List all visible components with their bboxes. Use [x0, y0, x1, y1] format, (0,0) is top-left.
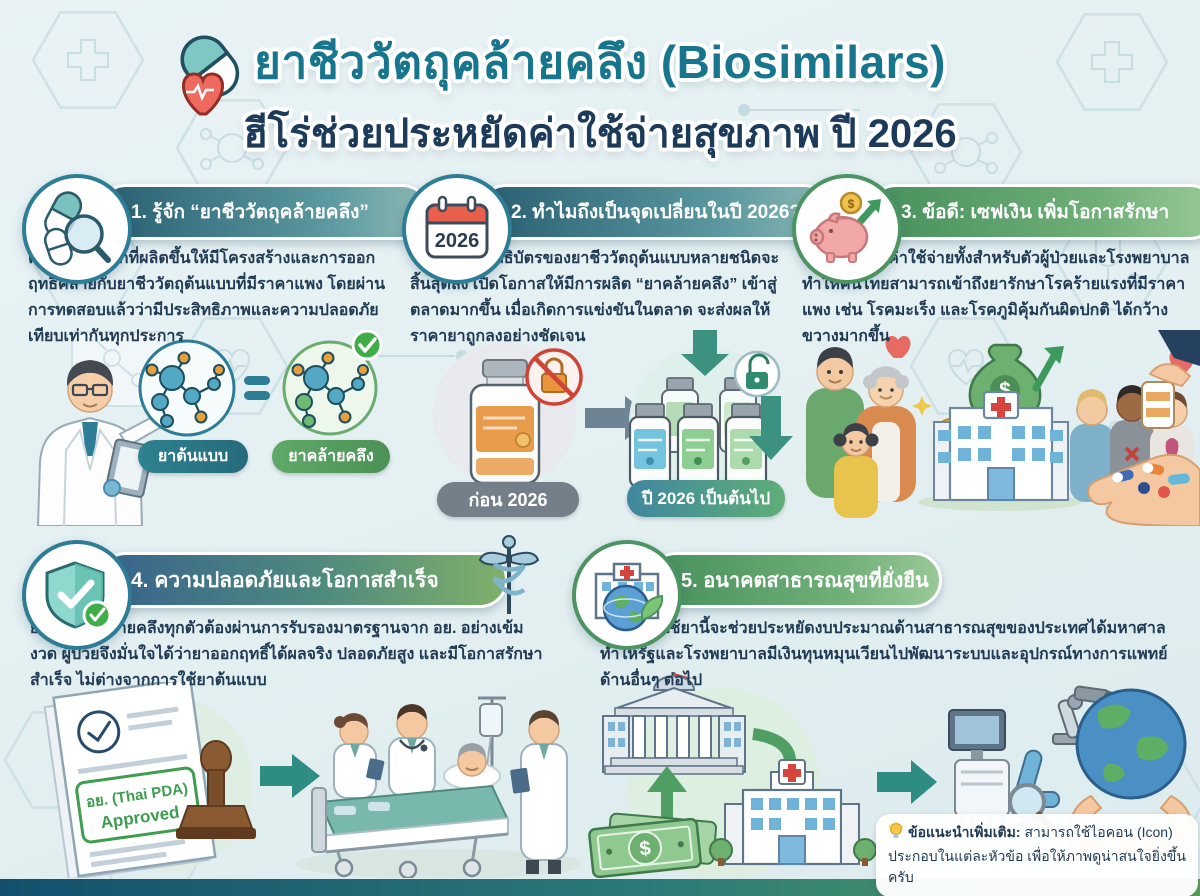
coin-dollar-text: $: [848, 197, 855, 211]
molecule-icon: [934, 132, 998, 174]
doctor-figure: [333, 713, 385, 799]
section3-heading: 3. ข้อดี: เซฟเงิน เพิ่มโอกาสรักษา: [901, 202, 1170, 223]
section4-header: 4. ความปลอดภัยและโอกาสสำเร็จ: [98, 552, 508, 608]
banknotes: $: [588, 812, 718, 879]
government-building: [602, 672, 746, 775]
note-line1: สามารถใช้ไอคอน (Icon): [1024, 824, 1173, 840]
ribbon-x-mark: [1124, 446, 1140, 462]
doctor-figure: [36, 360, 186, 527]
title-line1: ยาชีววัตถุคล้ายคลึง (Biosimilars): [254, 36, 946, 88]
piggy-bank-icon: $: [792, 174, 902, 284]
calendar-2026-icon: 2026: [402, 174, 512, 284]
red-cross-icon: [991, 397, 1011, 417]
red-cross-icon: [783, 764, 801, 782]
section1-header: 1. รู้จัก “ยาชีววัตถุคล้ายคลึง”: [98, 184, 430, 240]
label-before-2026: ก่อน 2026: [437, 482, 579, 517]
caduceus-icon: [478, 535, 540, 614]
section4-heading: 4. ความปลอดภัยและโอกาสสำเร็จ: [131, 568, 439, 592]
section5-heading: 5. อนาคตสาธารณสุขที่ยั่งยืน: [681, 570, 929, 592]
open-hand-with-pills: [1087, 454, 1200, 528]
section1-heading: 1. รู้จัก “ยาชีววัตถุคล้ายคลึง”: [131, 202, 369, 223]
section5-illustration: $: [575, 672, 1197, 880]
section3-illustration: $: [798, 330, 1200, 528]
title-line2: ฮีโร่ช่วยประหยัดค่าใช้จ่ายสุขภาพ ปี 2026: [243, 112, 957, 156]
section3-header: 3. ข้อดี: เซฟเงิน เพิ่มโอกาสรักษา: [868, 184, 1200, 240]
family-group: [806, 347, 916, 518]
note-heading: ข้อแนะนำเพิ่มเติม:: [908, 824, 1021, 840]
approved-certificate: อย. (Thai PDA) Approved: [43, 677, 217, 881]
sparkle-icon: [912, 396, 932, 416]
doctor-figure: [510, 710, 568, 874]
down-arrow-icon: [749, 396, 793, 460]
doctor-figure: [388, 704, 436, 797]
medical-monitor-cart: [948, 709, 1010, 830]
hospital-building: [709, 759, 877, 866]
section1-illustration: ยาต้นแบบ ยาคล้ายคลึง: [20, 329, 400, 527]
shield-check-icon: [22, 540, 132, 650]
section4-illustration: อย. (Thai PDA) Approved: [20, 677, 585, 881]
growth-arrow-icon: [855, 199, 881, 227]
lightbulb-icon: [888, 822, 904, 846]
locked-patent-icon: [525, 348, 583, 406]
hospital-building: [918, 390, 1082, 511]
original-molecule-circle: [138, 339, 236, 437]
rubber-stamp-tool: [176, 740, 256, 839]
section2-header: 2. ทำไมถึงเป็นจุดเปลี่ยนในปี 2026?: [478, 184, 832, 240]
footer-note: ข้อแนะนำเพิ่มเติม: สามารถใช้ไอคอน (Icon)…: [876, 814, 1198, 896]
biosimilar-molecule-circle: [282, 340, 378, 436]
stethoscope-icon: [1095, 240, 1141, 290]
section4-body: ยาชีววัตถุคล้ายคลึงทุกตัวต้องผ่านการรับร…: [30, 620, 543, 689]
unlocked-patent-icon: [733, 350, 781, 398]
check-badge-icon: [351, 329, 383, 361]
section2-heading: 2. ทำไมถึงเป็นจุดเปลี่ยนในปี 2026?: [511, 202, 801, 223]
transition-arrow: [877, 760, 937, 804]
label-original-drug: ยาต้นแบบ: [138, 440, 248, 473]
heart-ecg-icon: [182, 72, 224, 116]
calendar-year-text: 2026: [435, 230, 480, 252]
biosimilar-vials: [628, 377, 768, 489]
label-after-2026: ปี 2026 เป็นต้นไป: [627, 480, 785, 517]
patient-in-bed: [311, 743, 510, 880]
section2-illustration: ก่อน 2026 ปี 2026 เป็นต้นไป: [405, 330, 795, 526]
pill-heart-logo-icon: [180, 35, 240, 116]
section5-body: การเลือกใช้ยานี้จะช่วยประหยัดงบประมาณด้า…: [600, 620, 1168, 689]
cross-icon: [67, 39, 109, 81]
growth-arrow-icon: [1044, 346, 1064, 364]
cross-icon: [1091, 41, 1133, 83]
note-line2: ประกอบในแต่ละหัวข้อ เพื่อให้ภาพดูน่าสนใจ…: [888, 848, 1186, 885]
hospital-globe-leaf-icon: [572, 540, 682, 650]
leaf-icon: [641, 594, 664, 622]
equals-sign: [244, 376, 270, 400]
budget-up-arrow: [647, 766, 687, 822]
heart-ecg-icon: [948, 348, 984, 386]
transition-arrow: [260, 754, 320, 798]
page-title: ยาชีววัตถุคล้ายคลึง (Biosimilars) ฮีโร่ช…: [0, 26, 1200, 165]
hand-giving-bottle: [1141, 330, 1200, 429]
banknote-dollar-text: $: [638, 837, 651, 860]
label-biosimilar-drug: ยาคล้ายคลึง: [272, 440, 390, 473]
section3-body: ช่วยลดภาระค่าใช้จ่ายทั้งสำหรับตัวผู้ป่วย…: [802, 250, 1190, 345]
molecule-icon: [200, 128, 264, 170]
heart-icon: [885, 336, 911, 358]
down-arrow-icon: [681, 330, 729, 376]
pills-magnifier-icon: [22, 174, 132, 284]
section1-body: คือยาทางเลือกที่ผลิตขึ้นให้มีโครงสร้างแล…: [28, 250, 386, 345]
section5-header: 5. อนาคตสาธารณสุขที่ยั่งยืน: [648, 552, 942, 608]
